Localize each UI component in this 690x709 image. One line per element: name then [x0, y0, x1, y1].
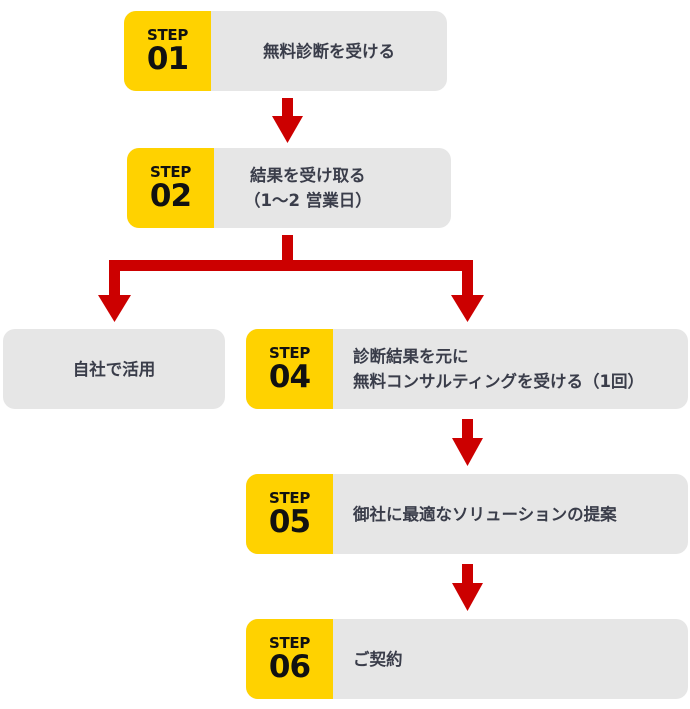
step-text-line: 結果を受け取る: [250, 166, 366, 185]
step-content: ご契約: [333, 619, 688, 699]
step-content: 無料診断を受ける: [211, 11, 447, 91]
step-label: STEP: [268, 634, 311, 652]
step-content: 診断結果を元に 無料コンサルティングを受ける（1回）: [333, 329, 688, 409]
self-use-text: 自社で活用: [72, 359, 156, 379]
arrow-to-self-use: [98, 295, 131, 322]
step-number: 02: [149, 178, 192, 214]
step-label: STEP: [146, 26, 189, 44]
arrow-step05-to-step06: [452, 564, 483, 611]
step-text-line: 御社に最適なソリューションの提案: [353, 504, 617, 524]
step-badge: STEP 06: [246, 619, 333, 699]
step-label: STEP: [149, 163, 192, 181]
step-number: 06: [268, 649, 311, 685]
step-number: 05: [268, 504, 311, 540]
step-text-line: （1〜2 営業日）: [244, 191, 372, 210]
step-label: STEP: [268, 344, 311, 362]
step-02-box: STEP 02 結果を受け取る （1〜2 営業日）: [127, 148, 451, 228]
step-content: 結果を受け取る （1〜2 営業日）: [214, 148, 451, 228]
step-text-line: ご契約: [353, 649, 403, 669]
step-01-box: STEP 01 無料診断を受ける: [124, 11, 447, 91]
step-text-line: 無料コンサルティングを受ける（1回）: [353, 372, 644, 391]
step-badge: STEP 04: [246, 329, 333, 409]
step-badge: STEP 05: [246, 474, 333, 554]
arrow-step04-to-step05: [452, 419, 483, 466]
step-content: 御社に最適なソリューションの提案: [333, 474, 688, 554]
step-label: STEP: [268, 489, 311, 507]
self-use-content: 自社で活用: [3, 329, 225, 409]
step-04-box: STEP 04 診断結果を元に 無料コンサルティングを受ける（1回）: [246, 329, 688, 409]
step-badge: STEP 02: [127, 148, 214, 228]
step-06-box: STEP 06 ご契約: [246, 619, 688, 699]
step-number: 01: [146, 41, 189, 77]
step-text-line: 無料診断を受ける: [263, 41, 395, 61]
step-number: 04: [268, 359, 311, 395]
step-text-line: 診断結果を元に: [353, 347, 469, 366]
arrow-to-step04: [451, 295, 484, 322]
step-badge: STEP 01: [124, 11, 211, 91]
step-05-box: STEP 05 御社に最適なソリューションの提案: [246, 474, 688, 554]
arrow-branch-from-step02: [98, 235, 484, 322]
self-use-box: 自社で活用: [3, 329, 225, 409]
arrow-step01-to-step02: [272, 98, 303, 143]
